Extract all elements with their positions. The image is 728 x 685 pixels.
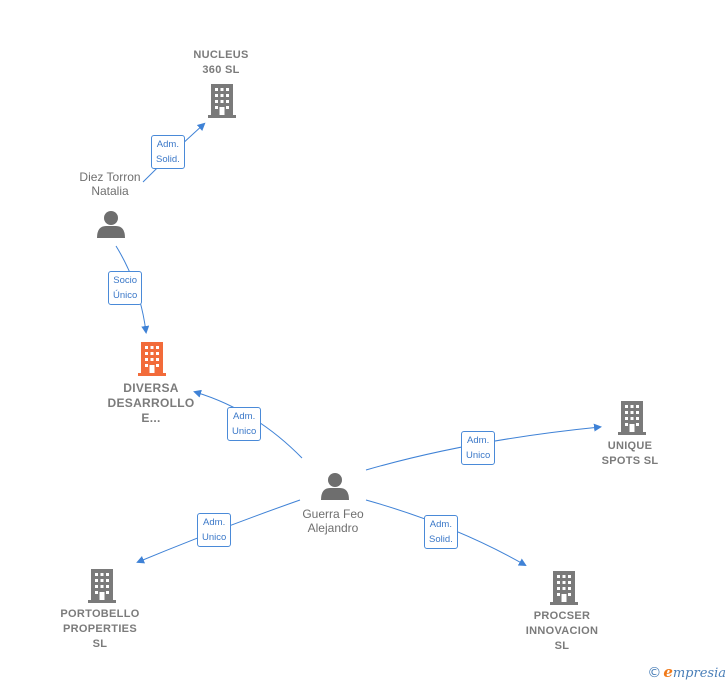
person-icon[interactable]: [97, 211, 125, 238]
relation-badge-guerra-portobello: Adm. Unico: [197, 513, 232, 547]
company-label-diversa[interactable]: DIVERSA DESARROLLO E...: [107, 381, 195, 425]
building-icon[interactable]: [208, 84, 236, 118]
brand-initial: e: [663, 663, 673, 681]
relation-badge-guerra-diversa: Adm. Unico: [227, 407, 262, 441]
brand-watermark: ©empresia: [647, 663, 726, 681]
company-label-procser[interactable]: PROCSER INNOVACION SL: [525, 610, 599, 652]
building-icon[interactable]: [550, 571, 578, 605]
building-icon[interactable]: [88, 569, 116, 603]
company-label-nucleus[interactable]: NUCLEUS 360 SL: [193, 49, 249, 76]
building-icon[interactable]: [618, 401, 646, 435]
company-label-portobello[interactable]: PORTOBELLO PROPERTIES SL: [60, 608, 140, 650]
relation-badge-guerra-unique: Adm. Unico: [461, 431, 496, 465]
person-label-diez[interactable]: Diez Torron Natalia: [79, 170, 141, 198]
person-icon[interactable]: [321, 473, 349, 500]
relation-badge-guerra-procser: Adm. Solid.: [424, 515, 458, 549]
building-icon[interactable]: [138, 342, 166, 376]
person-label-guerra[interactable]: Guerra Feo Alejandro: [302, 507, 364, 535]
relation-badge-diez-nucleus: Adm. Solid.: [151, 135, 185, 169]
brand-name: mpresia: [672, 666, 726, 681]
relation-badge-diez-diversa: Socio Único: [108, 271, 143, 305]
company-label-unique[interactable]: UNIQUE SPOTS SL: [601, 440, 659, 467]
copyright-icon: ©: [647, 665, 662, 681]
